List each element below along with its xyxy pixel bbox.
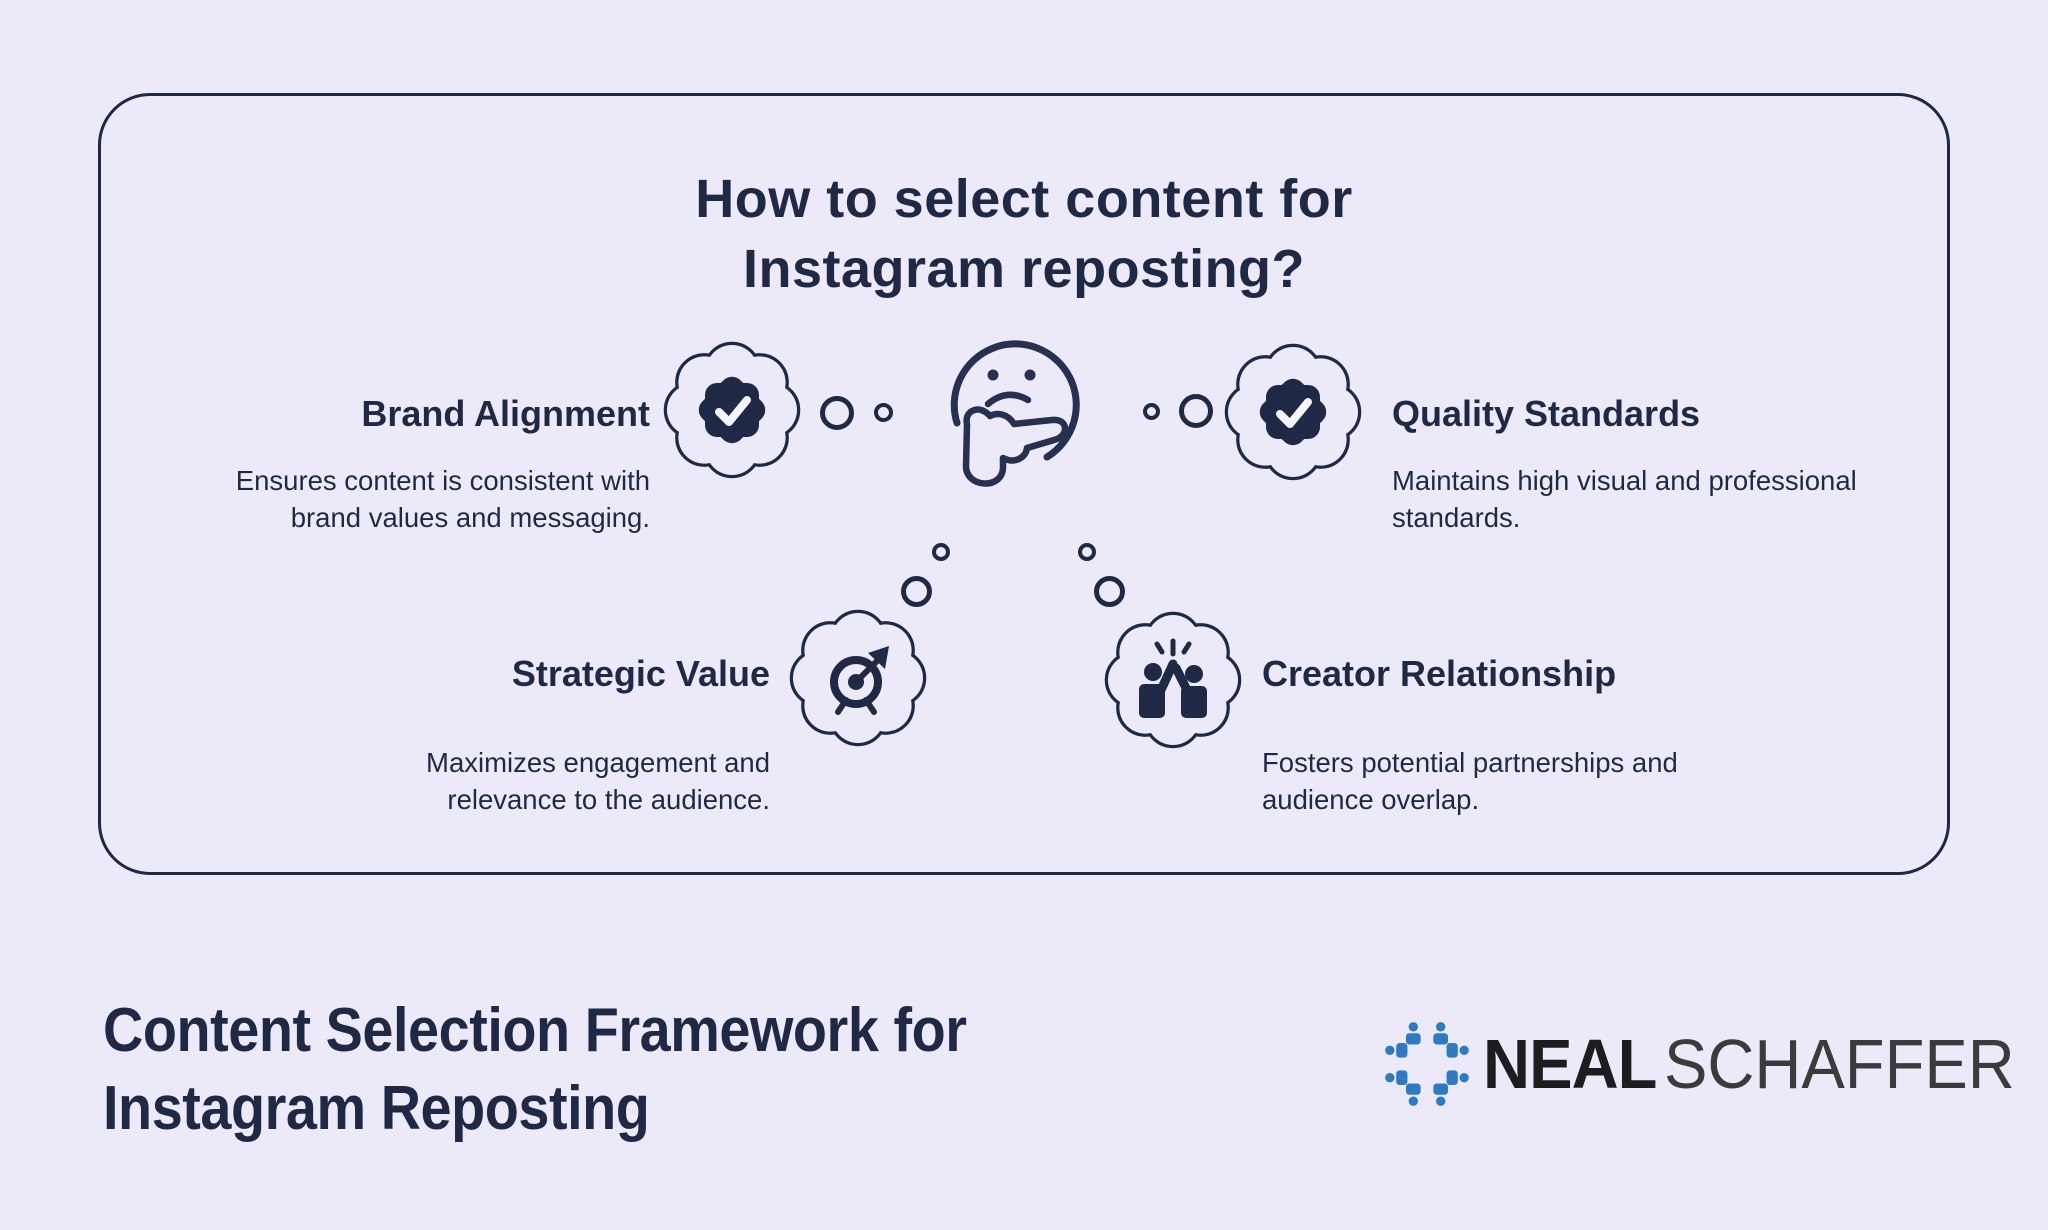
thought-cloud-target-icon (789, 609, 927, 747)
quadrant-title-quality-standards: Quality Standards (1392, 393, 1701, 434)
quadrant-title-brand-alignment: Brand Alignment (361, 393, 650, 434)
brand-logo: NEAL SCHAFFER (1383, 1020, 2048, 1108)
wordmark-schaffer: SCHAFFER (1663, 1025, 2015, 1103)
thought-cloud-verified-badge-icon (1224, 343, 1362, 481)
thought-bubble (932, 543, 950, 561)
thought-cloud-high-five-icon (1104, 611, 1242, 749)
quadrant-desc-strategic-value: Maximizes engagement and relevance to th… (426, 747, 770, 815)
thought-bubble (874, 403, 893, 422)
footer-title: Content Selection Framework for Instagra… (103, 996, 967, 1143)
quadrant-desc-creator-relationship: Fosters potential partnerships and audie… (1262, 747, 1678, 815)
thought-bubble (1143, 403, 1160, 420)
thought-bubble (901, 576, 932, 607)
quadrant-desc-quality-standards: Maintains high visual and professional s… (1392, 465, 1857, 533)
quadrant-desc-brand-alignment: Ensures content is consistent with brand… (235, 465, 650, 533)
thought-bubble (1078, 543, 1096, 561)
thought-cloud-verified-badge-icon (663, 341, 801, 479)
thought-bubble (820, 396, 854, 430)
quadrant-title-creator-relationship: Creator Relationship (1262, 653, 1617, 694)
thought-bubble (1094, 576, 1125, 607)
wordmark-neal: NEAL (1483, 1025, 1657, 1103)
thinking-face-icon (950, 340, 1080, 487)
framework-card: How to select content for Instagram repo… (98, 93, 1950, 875)
thought-bubble (1179, 394, 1213, 428)
main-question: How to select content for Instagram repo… (695, 169, 1353, 299)
people-around-table-icon (1385, 1022, 1469, 1106)
neal-schaffer-wordmark: NEAL SCHAFFER (1483, 1024, 2015, 1104)
quadrant-title-strategic-value: Strategic Value (511, 653, 770, 694)
